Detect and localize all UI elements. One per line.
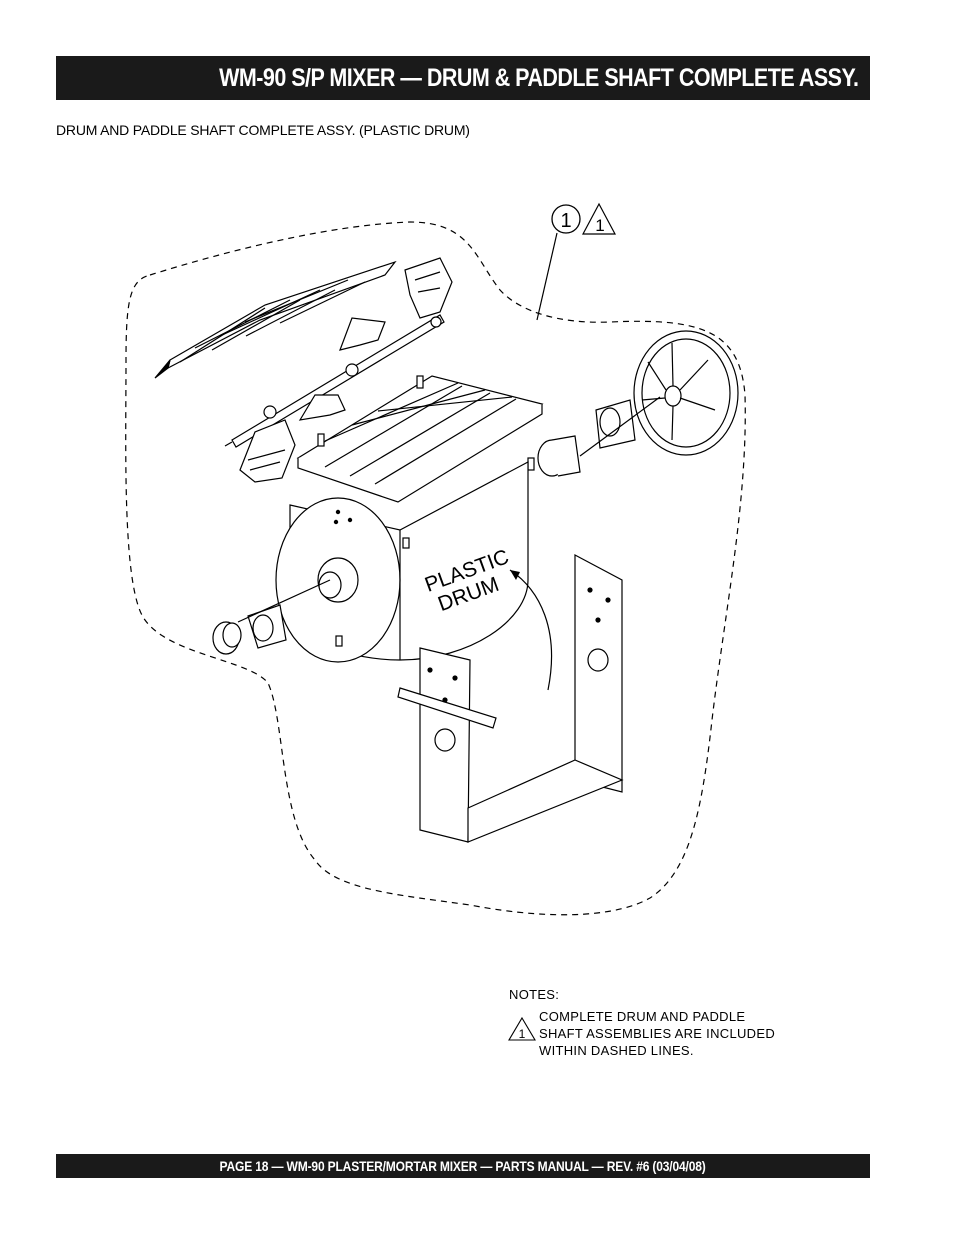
note-ref-number: 1 xyxy=(519,1027,526,1041)
page-title-bar: WM-90 S/P MIXER — DRUM & PADDLE SHAFT CO… xyxy=(56,56,870,100)
page-footer-text: PAGE 18 — WM-90 PLASTER/MORTAR MIXER — P… xyxy=(219,1158,707,1174)
drawing-subtitle: DRUM AND PADDLE SHAFT COMPLETE ASSY. (PL… xyxy=(56,122,470,138)
left-bearing-and-seal xyxy=(212,579,331,655)
callout-leader-line xyxy=(536,232,558,321)
callout-circle xyxy=(551,204,581,234)
drum-top-screen xyxy=(296,375,544,503)
note-line: SHAFT ASSEMBLIES ARE INCLUDED xyxy=(539,1026,776,1041)
page-footer-bar: PAGE 18 — WM-90 PLASTER/MORTAR MIXER — P… xyxy=(56,1154,870,1178)
notes-heading: NOTES: xyxy=(509,987,560,1002)
drum-arrowhead xyxy=(510,570,520,580)
right-bearing-and-sprocket xyxy=(537,330,739,477)
note-triangle-icon xyxy=(508,1016,536,1041)
assembly-boundary-dashed xyxy=(125,221,746,916)
callout-note-ref: 1 xyxy=(595,216,604,235)
plastic-drum xyxy=(275,461,529,663)
frame-stand xyxy=(397,554,624,843)
note-line: WITHIN DASHED LINES. xyxy=(539,1043,694,1058)
note-line: COMPLETE DRUM AND PADDLE xyxy=(539,1009,746,1024)
paddle-shaft-assembly xyxy=(224,257,453,483)
upper-grate xyxy=(154,260,397,379)
drum-arrow xyxy=(509,569,553,691)
callout-number: 1 xyxy=(560,210,571,232)
callout-triangle-icon xyxy=(582,202,616,235)
page-title: WM-90 S/P MIXER — DRUM & PADDLE SHAFT CO… xyxy=(218,63,859,92)
